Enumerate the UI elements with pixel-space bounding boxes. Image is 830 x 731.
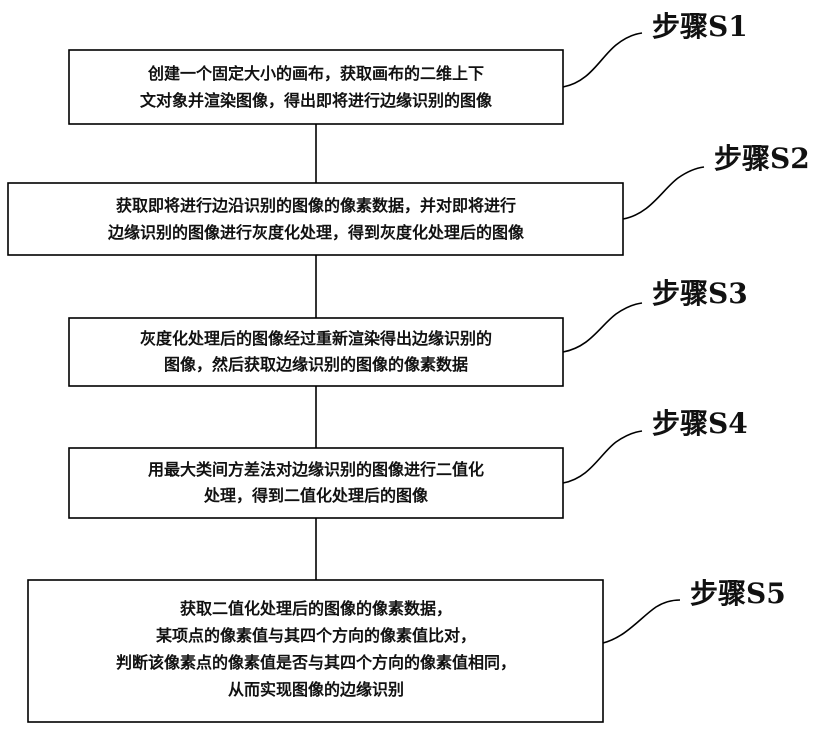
step-s4-line-1: 用最大类间方差法对边缘识别的图像进行二值化: [148, 460, 484, 479]
step-s5-line-4: 从而实现图像的边缘识别: [228, 680, 404, 699]
step-s1-leader: [563, 33, 642, 87]
step-s5-label: 步骤S5: [690, 577, 786, 610]
step-s1-label: 步骤S1: [652, 10, 748, 43]
step-s2-line-1: 获取即将进行边沿识别的图像的像素数据，并对即将进行: [116, 196, 516, 215]
step-s1-line-1: 创建一个固定大小的画布，获取画布的二维上下: [147, 64, 484, 83]
step-s2-line-2: 边缘识别的图像进行灰度化处理，得到灰度化处理后的图像: [107, 223, 525, 242]
step-s3-line-2: 图像，然后获取边缘识别的图像的像素数据: [164, 355, 468, 374]
step-box-s3: 灰度化处理后的图像经过重新渲染得出边缘识别的 图像，然后获取边缘识别的图像的像素…: [69, 318, 563, 386]
step-s3-label: 步骤S3: [652, 277, 748, 310]
step-box-s5: 获取二值化处理后的图像的像素数据， 某项点的像素值与其四个方向的像素值比对， 判…: [28, 580, 603, 722]
step-s5-line-3: 判断该像素点的像素值是否与其四个方向的像素值相同，: [116, 653, 516, 672]
step-box-s4: 用最大类间方差法对边缘识别的图像进行二值化 处理，得到二值化处理后的图像: [69, 448, 563, 518]
step-s2-label: 步骤S2: [714, 142, 810, 175]
step-s5-leader: [603, 600, 680, 643]
step-s4-line-2: 处理，得到二值化处理后的图像: [203, 486, 429, 505]
step-box-s2: 获取即将进行边沿识别的图像的像素数据，并对即将进行 边缘识别的图像进行灰度化处理…: [8, 183, 623, 255]
step-s4-leader: [563, 431, 642, 483]
step-s1-line-2: 文对象并渲染图像，得出即将进行边缘识别的图像: [140, 91, 493, 110]
step-s5-line-2: 某项点的像素值与其四个方向的像素值比对，: [155, 626, 476, 645]
step-s3-line-1: 灰度化处理后的图像经过重新渲染得出边缘识别的: [140, 329, 492, 348]
step-s3-leader: [563, 303, 642, 352]
step-s4-label: 步骤S4: [652, 407, 748, 440]
step-s2-leader: [623, 167, 704, 219]
step-s5-line-1: 获取二值化处理后的图像的像素数据，: [180, 599, 452, 618]
step-box-s1: 创建一个固定大小的画布，获取画布的二维上下 文对象并渲染图像，得出即将进行边缘识…: [69, 50, 563, 124]
